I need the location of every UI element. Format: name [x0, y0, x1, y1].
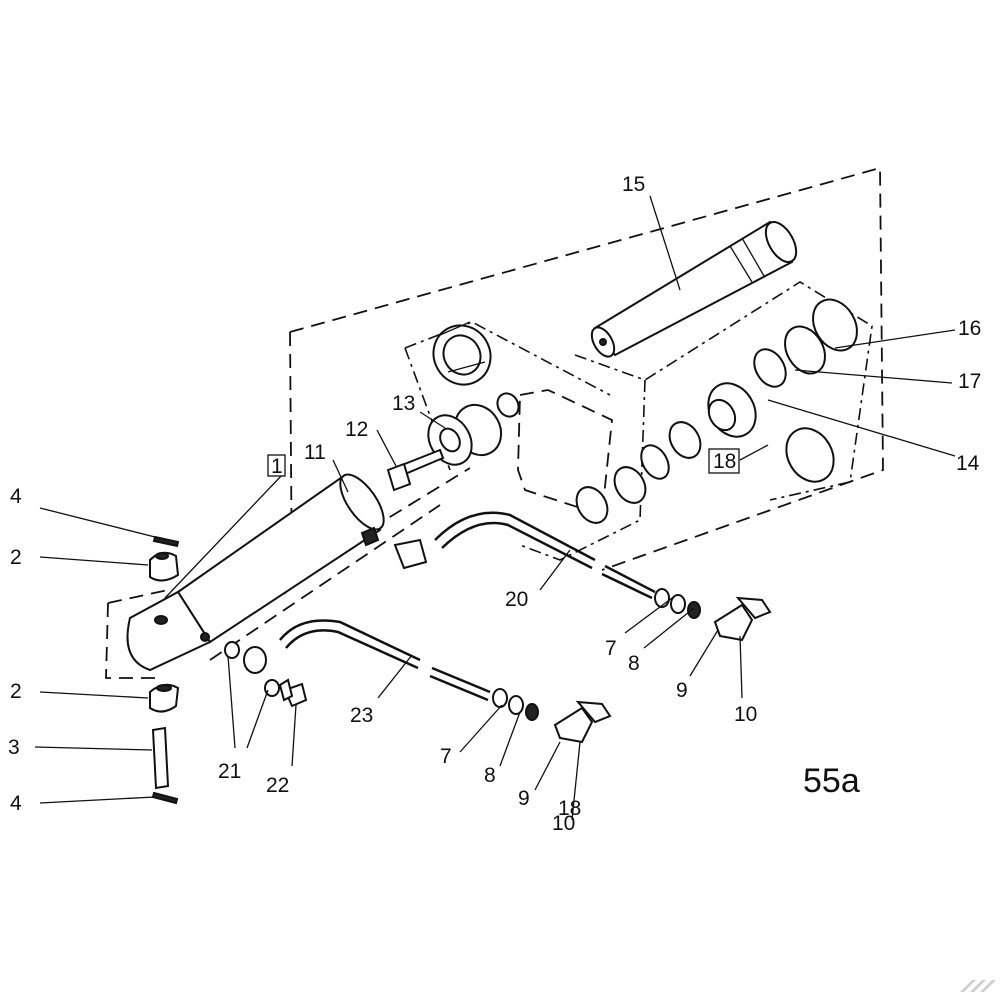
- callout-1: 1: [271, 455, 283, 478]
- washers-and-bolt: [224, 641, 308, 708]
- callout-11: 11: [304, 441, 326, 464]
- callout-labels: 1 2 2 3 4 4 7 7 8 8 9 9 10 10 11 12 13 1…: [8, 173, 981, 835]
- callout-4-lower: 4: [10, 792, 22, 815]
- callout-4-upper: 4: [10, 485, 22, 508]
- callout-18-lower: 18: [558, 797, 581, 820]
- callout-8-lower: 8: [484, 764, 496, 787]
- gland-head: [427, 321, 520, 466]
- assembly-outline-seals: [517, 389, 613, 517]
- callout-22: 22: [266, 774, 289, 797]
- callout-2-lower: 2: [10, 680, 22, 703]
- callout-9-upper: 9: [676, 679, 688, 702]
- callout-17: 17: [958, 370, 981, 393]
- callout-box-18: [708, 448, 740, 474]
- hydraulic-hose-23: [243, 619, 491, 702]
- callout-9-lower: 9: [518, 787, 530, 810]
- cylinder-barrel: [126, 473, 385, 672]
- assembly-outline-main: [197, 166, 884, 629]
- leader-lines: [34, 195, 956, 821]
- assembly-outline-cylinder: [105, 467, 471, 679]
- callout-8-upper: 8: [628, 652, 640, 675]
- callout-21: 21: [218, 760, 241, 783]
- callout-2-upper: 2: [10, 546, 22, 569]
- callout-3: 3: [8, 736, 20, 759]
- callout-18-upper: 18: [713, 450, 736, 473]
- callout-10-upper: 10: [734, 703, 757, 726]
- callout-23: 23: [350, 704, 373, 727]
- page-label: 55a: [803, 762, 860, 800]
- callout-12: 12: [345, 418, 368, 441]
- callout-7-upper: 7: [605, 637, 617, 660]
- callout-13: 13: [392, 392, 415, 415]
- brand-logo-mark: [960, 980, 996, 992]
- callout-7-lower: 7: [440, 745, 452, 768]
- callout-box-1: [267, 454, 286, 477]
- bolt: [386, 448, 445, 492]
- pin-and-bushings: [149, 535, 180, 805]
- piston-seal-set: [575, 298, 858, 524]
- fitting-set-upper: [654, 588, 772, 642]
- callout-16: 16: [958, 317, 981, 340]
- callout-15: 15: [622, 173, 645, 196]
- callout-14: 14: [956, 452, 980, 475]
- fitting-set-lower: [492, 688, 612, 744]
- piston-rod: [590, 220, 798, 358]
- hydraulic-hose-20: [393, 511, 656, 600]
- callout-10-lower: 10: [552, 812, 575, 835]
- callout-20: 20: [505, 588, 528, 611]
